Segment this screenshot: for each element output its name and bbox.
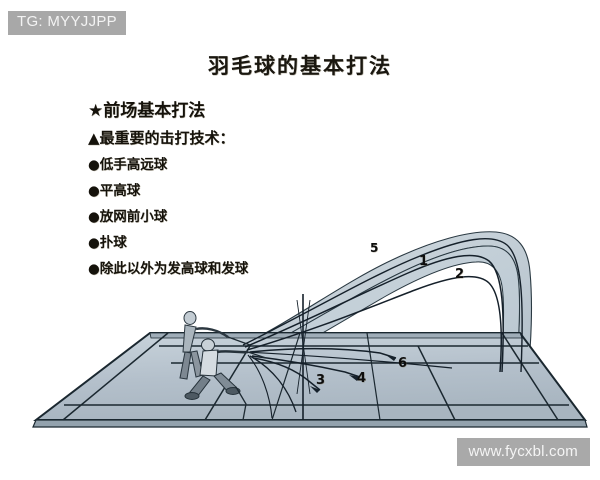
bullet-item-4: ●除此以外为发高球和发球	[88, 261, 249, 277]
bullet-item-1: ●平高球	[88, 183, 141, 199]
trajectory-label-2: 2	[455, 267, 465, 282]
badminton-player-figure	[179, 311, 267, 421]
trajectory-label-6: 6	[398, 356, 408, 371]
page-title: 羽毛球的基本打法	[208, 54, 392, 78]
section-heading: ★前场基本打法	[88, 101, 206, 121]
tg-watermark-badge: TG: MYYJJPP	[8, 11, 126, 35]
trajectory-5	[242, 238, 523, 373]
trajectory-6	[249, 347, 397, 359]
subsection-heading: ▲最重要的击打技术：	[88, 129, 235, 147]
court-lines	[62, 332, 569, 421]
trajectory-label-3: 3	[316, 373, 326, 388]
bullet-item-0: ●低手高远球	[88, 157, 168, 173]
trajectory-label-5: 5	[370, 241, 379, 255]
content-text-block: ★前场基本打法 ▲最重要的击打技术： ●低手高远球 ●平高球 ●放网前小球 ●扑…	[88, 103, 378, 289]
trajectory-3	[252, 357, 321, 391]
trajectory-1	[244, 254, 504, 373]
court-surface	[32, 332, 588, 428]
bullet-item-2: ●放网前小球	[88, 209, 168, 225]
trajectory-label-1: 1	[419, 254, 429, 269]
site-watermark: www.fycxbl.com	[456, 438, 590, 466]
trajectory-2	[246, 275, 502, 373]
trajectories	[242, 238, 523, 419]
trajectory-label-4: 4	[357, 371, 367, 386]
bullet-item-3: ●扑球	[88, 235, 127, 251]
